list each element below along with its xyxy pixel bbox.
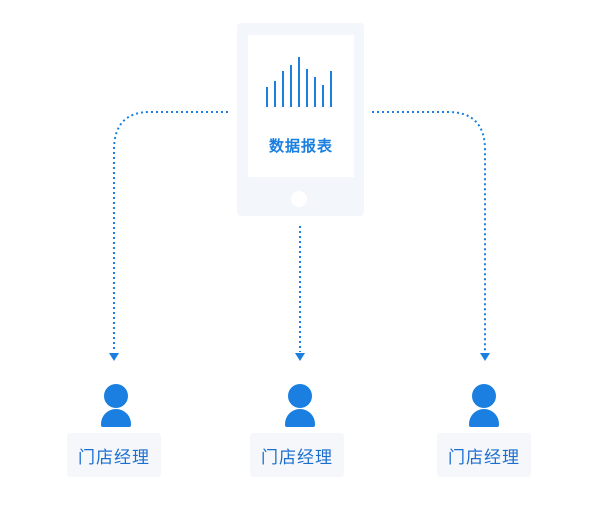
person-icon — [101, 384, 131, 432]
recipient-label: 门店经理 — [250, 433, 344, 477]
connector-left — [113, 111, 228, 352]
recipient-label: 门店经理 — [437, 433, 531, 477]
recipient-label: 门店经理 — [67, 433, 161, 477]
report-label: 数据报表 — [268, 137, 333, 155]
person-icon — [469, 384, 499, 432]
arrowhead-left — [109, 353, 119, 361]
arrowhead-right — [480, 353, 490, 361]
arrowhead-center — [295, 353, 305, 361]
connector-right — [372, 111, 486, 352]
person-icon — [285, 384, 315, 432]
phone-screen: 数据报表 — [248, 35, 354, 177]
phone-icon: 数据报表 — [237, 23, 364, 216]
home-button-icon — [291, 191, 307, 207]
bar-chart-icon — [266, 57, 332, 107]
